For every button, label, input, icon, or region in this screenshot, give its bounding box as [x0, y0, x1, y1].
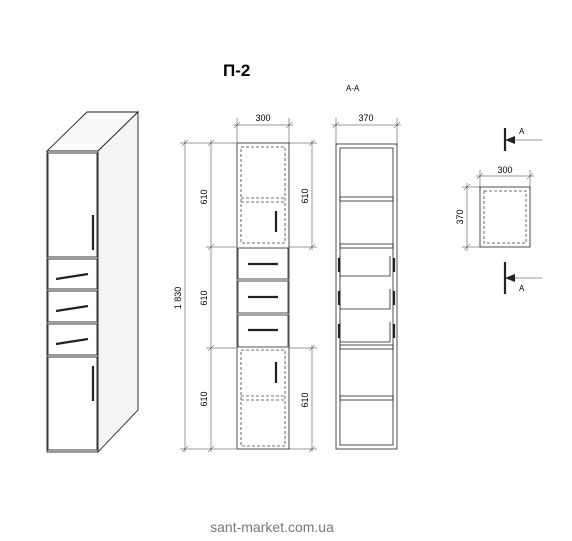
plan-outline	[479, 186, 531, 248]
right-segment-dim-2: 610	[300, 392, 310, 407]
front-drawer-2	[237, 280, 289, 314]
lower-door	[47, 356, 98, 451]
drawer-1-handle	[55, 272, 89, 281]
section-depth-dim: 370	[358, 113, 373, 123]
drawer-2-handle	[55, 304, 89, 313]
upper-door	[47, 152, 98, 258]
plan-width-dim: 300	[497, 165, 512, 175]
front-view: 300 1 830 610 610 610 610 610	[173, 113, 317, 453]
section-title: А-А	[346, 84, 360, 93]
total-height-dim: 1 830	[173, 287, 183, 310]
right-segment-dim-1: 610	[300, 188, 310, 203]
section-drawer-2	[339, 289, 391, 310]
cut-label-top: А	[519, 127, 525, 136]
left-segment-dim-1: 610	[199, 189, 209, 204]
cut-arrow-bottom	[505, 274, 515, 282]
left-segment-dim-2: 610	[199, 290, 209, 305]
cut-label-bottom: А	[519, 284, 525, 293]
section-view: 370	[332, 113, 401, 450]
front-drawer-1	[237, 247, 289, 280]
cabinet-3d-view	[45, 110, 140, 454]
section-inner	[339, 147, 394, 446]
drawer-2	[47, 290, 98, 323]
drawer-1	[47, 258, 98, 290]
front-drawer-3	[237, 314, 289, 348]
plan-view: А 300 370 А	[455, 127, 542, 294]
front-upper-door	[240, 146, 286, 244]
plan-inner	[483, 190, 527, 244]
cabinet-side	[97, 110, 139, 454]
plan-depth-dim: 370	[455, 209, 465, 224]
watermark-text: sant-market.com.ua	[210, 519, 334, 535]
section-drawer-1	[339, 256, 391, 277]
section-drawer-3	[339, 322, 391, 343]
front-width-dim: 300	[255, 113, 270, 123]
section-outer	[335, 143, 398, 450]
drawer-3	[47, 323, 98, 356]
front-lower-door	[240, 349, 286, 447]
cut-arrow-top	[505, 136, 515, 144]
left-segment-dim-3: 610	[199, 391, 209, 406]
front-outline	[236, 142, 290, 450]
drawing-title: П-2	[223, 61, 250, 80]
drawer-3-handle	[55, 337, 89, 346]
